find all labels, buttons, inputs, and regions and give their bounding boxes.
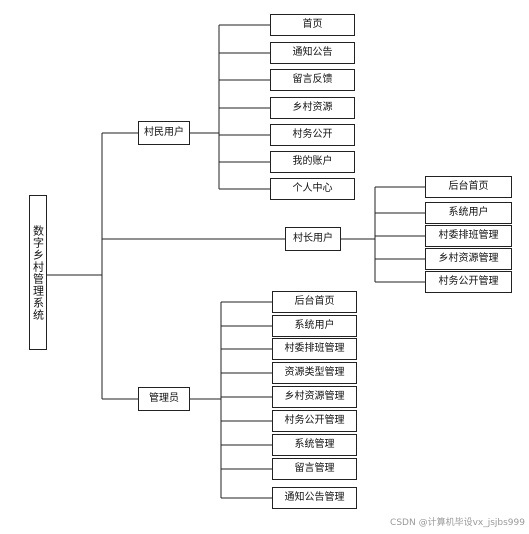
leaf-label: 后台首页 [294, 296, 335, 307]
role-node-admin: 管理员 [138, 387, 190, 411]
leaf-node: 乡村资源管理 [425, 248, 512, 270]
leaf-node: 留言反馈 [270, 69, 355, 91]
leaf-node: 村务公开管理 [425, 271, 512, 293]
leaf-node: 系统管理 [272, 434, 357, 456]
leaf-label: 村委排班管理 [438, 230, 499, 241]
leaf-label: 系统管理 [294, 439, 335, 450]
leaf-label: 通知公告 [292, 47, 333, 58]
leaf-node: 个人中心 [270, 178, 355, 200]
leaf-node: 村委排班管理 [272, 338, 357, 360]
leaf-node: 系统用户 [425, 202, 512, 224]
leaf-label: 留言反馈 [292, 74, 333, 85]
leaf-label: 资源类型管理 [284, 367, 345, 378]
leaf-label: 后台首页 [448, 181, 489, 192]
leaf-node: 资源类型管理 [272, 362, 357, 384]
leaf-label: 首页 [302, 19, 323, 30]
leaf-label: 乡村资源 [292, 102, 333, 113]
leaf-node: 后台首页 [425, 176, 512, 198]
leaf-label: 村务公开 [292, 129, 333, 140]
leaf-label: 留言管理 [294, 463, 335, 474]
role-node-village-head: 村长用户 [285, 227, 341, 251]
leaf-label: 乡村资源管理 [438, 253, 499, 264]
role-label: 村长用户 [293, 233, 333, 244]
leaf-label: 我的账户 [292, 156, 333, 167]
role-label: 村民用户 [144, 127, 184, 138]
leaf-node: 系统用户 [272, 315, 357, 337]
role-node-villager: 村民用户 [138, 121, 190, 145]
leaf-node: 通知公告 [270, 42, 355, 64]
leaf-node: 通知公告管理 [272, 487, 357, 509]
leaf-node: 后台首页 [272, 291, 357, 313]
leaf-node: 乡村资源管理 [272, 386, 357, 408]
leaf-node: 村务公开 [270, 124, 355, 146]
role-label: 管理员 [149, 393, 179, 404]
leaf-label: 系统用户 [294, 320, 335, 331]
leaf-node: 村委排班管理 [425, 225, 512, 247]
leaf-label: 通知公告管理 [284, 492, 345, 503]
leaf-label: 乡村资源管理 [284, 391, 345, 402]
root-node: 数字乡村管理系统 [29, 195, 47, 350]
leaf-node: 村务公开管理 [272, 410, 357, 432]
leaf-label: 系统用户 [448, 207, 489, 218]
leaf-label: 村委排班管理 [284, 343, 345, 354]
leaf-label: 村务公开管理 [284, 415, 345, 426]
leaf-node: 我的账户 [270, 151, 355, 173]
leaf-node: 留言管理 [272, 458, 357, 480]
leaf-label: 村务公开管理 [438, 276, 499, 287]
leaf-node: 乡村资源 [270, 97, 355, 119]
root-label: 数字乡村管理系统 [31, 224, 45, 321]
watermark: CSDN @计算机毕设vx_jsjbs999 [390, 518, 525, 528]
leaf-label: 个人中心 [292, 183, 333, 194]
leaf-node: 首页 [270, 14, 355, 36]
